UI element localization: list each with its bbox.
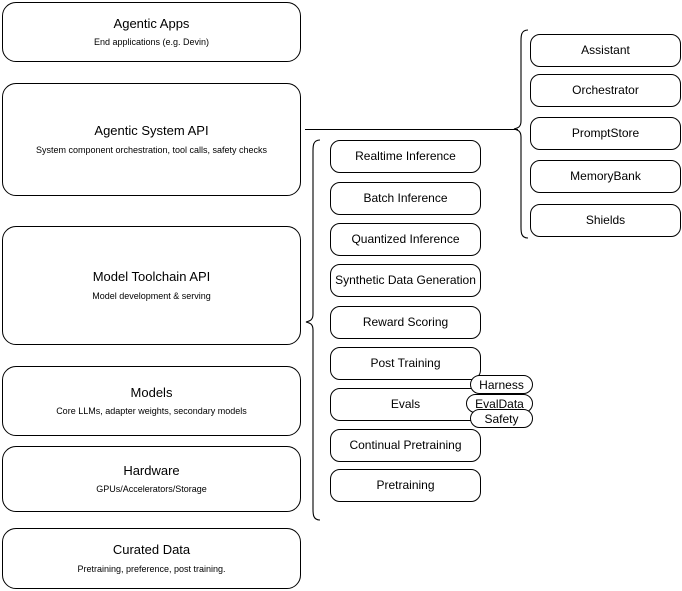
chip-orchestrator[interactable]: Orchestrator — [530, 74, 681, 107]
chip-pretraining[interactable]: Pretraining — [330, 469, 481, 502]
chip-label: MemoryBank — [570, 169, 641, 183]
chip-label: Pretraining — [376, 478, 435, 492]
chip-continual-pretraining[interactable]: Continual Pretraining — [330, 429, 481, 462]
chip-realtime-inference[interactable]: Realtime Inference — [330, 140, 481, 173]
chip-label: Synthetic Data Generation — [335, 273, 476, 287]
chip-label: PromptStore — [571, 126, 640, 140]
chip-label: Shields — [585, 213, 626, 227]
layer-box-agentic-apps[interactable]: Agentic Apps End applications (e.g. Devi… — [2, 2, 301, 62]
layer-box-model-toolchain-api[interactable]: Model Toolchain API Model development & … — [2, 226, 301, 345]
layer-subtitle: Pretraining, preference, post training. — [77, 563, 226, 574]
layer-title: Curated Data — [112, 542, 191, 558]
chip-quantized-inference[interactable]: Quantized Inference — [330, 223, 481, 256]
chip-post-training[interactable]: Post Training — [330, 347, 481, 380]
chip-batch-inference[interactable]: Batch Inference — [330, 182, 481, 215]
chip-label: Reward Scoring — [362, 315, 449, 329]
pill-label: Safety — [484, 411, 519, 426]
chip-label: Assistant — [581, 43, 630, 57]
layer-box-models[interactable]: Models Core LLMs, adapter weights, secon… — [2, 366, 301, 436]
layer-title: Hardware — [123, 462, 180, 478]
layer-box-curated-data[interactable]: Curated Data Pretraining, preference, po… — [2, 528, 301, 589]
chip-shields[interactable]: Shields — [530, 204, 681, 237]
pill-label: EvalData — [475, 396, 524, 411]
layer-title: Agentic Apps — [113, 15, 190, 31]
layer-subtitle: Core LLMs, adapter weights, secondary mo… — [56, 406, 247, 416]
layer-subtitle: End applications (e.g. Devin) — [93, 37, 210, 47]
layer-title: Agentic System API — [94, 123, 209, 139]
layer-box-agentic-system-api[interactable]: Agentic System API System component orch… — [2, 83, 301, 196]
layer-subtitle: Model development & serving — [92, 290, 211, 301]
chip-label: Evals — [390, 397, 421, 411]
brace-agentic-system — [513, 29, 529, 239]
chip-label: Realtime Inference — [355, 149, 456, 163]
layer-box-hardware[interactable]: Hardware GPUs/Accelerators/Storage — [2, 446, 301, 512]
chip-label: Quantized Inference — [351, 232, 460, 246]
chip-memorybank[interactable]: MemoryBank — [530, 160, 681, 193]
brace-model-toolchain — [305, 139, 321, 521]
chip-evals[interactable]: Evals — [330, 388, 481, 421]
chip-label: Post Training — [370, 356, 441, 370]
layer-title: Models — [130, 384, 173, 400]
chip-label: Orchestrator — [572, 83, 639, 97]
pill-label: Harness — [479, 377, 524, 392]
connector-line-agentic-system-api — [305, 129, 518, 130]
chip-label: Continual Pretraining — [349, 438, 462, 452]
layer-subtitle: System component orchestration, tool cal… — [35, 144, 268, 155]
pill-harness[interactable]: Harness — [470, 375, 533, 394]
chip-synthetic-data-generation[interactable]: Synthetic Data Generation — [330, 264, 481, 297]
chip-reward-scoring[interactable]: Reward Scoring — [330, 306, 481, 339]
chip-assistant[interactable]: Assistant — [530, 34, 681, 67]
chip-label: Batch Inference — [363, 191, 448, 205]
chip-promptstore[interactable]: PromptStore — [530, 117, 681, 150]
pill-safety[interactable]: Safety — [470, 409, 533, 428]
layer-subtitle: GPUs/Accelerators/Storage — [96, 484, 207, 494]
layer-title: Model Toolchain API — [92, 269, 211, 285]
